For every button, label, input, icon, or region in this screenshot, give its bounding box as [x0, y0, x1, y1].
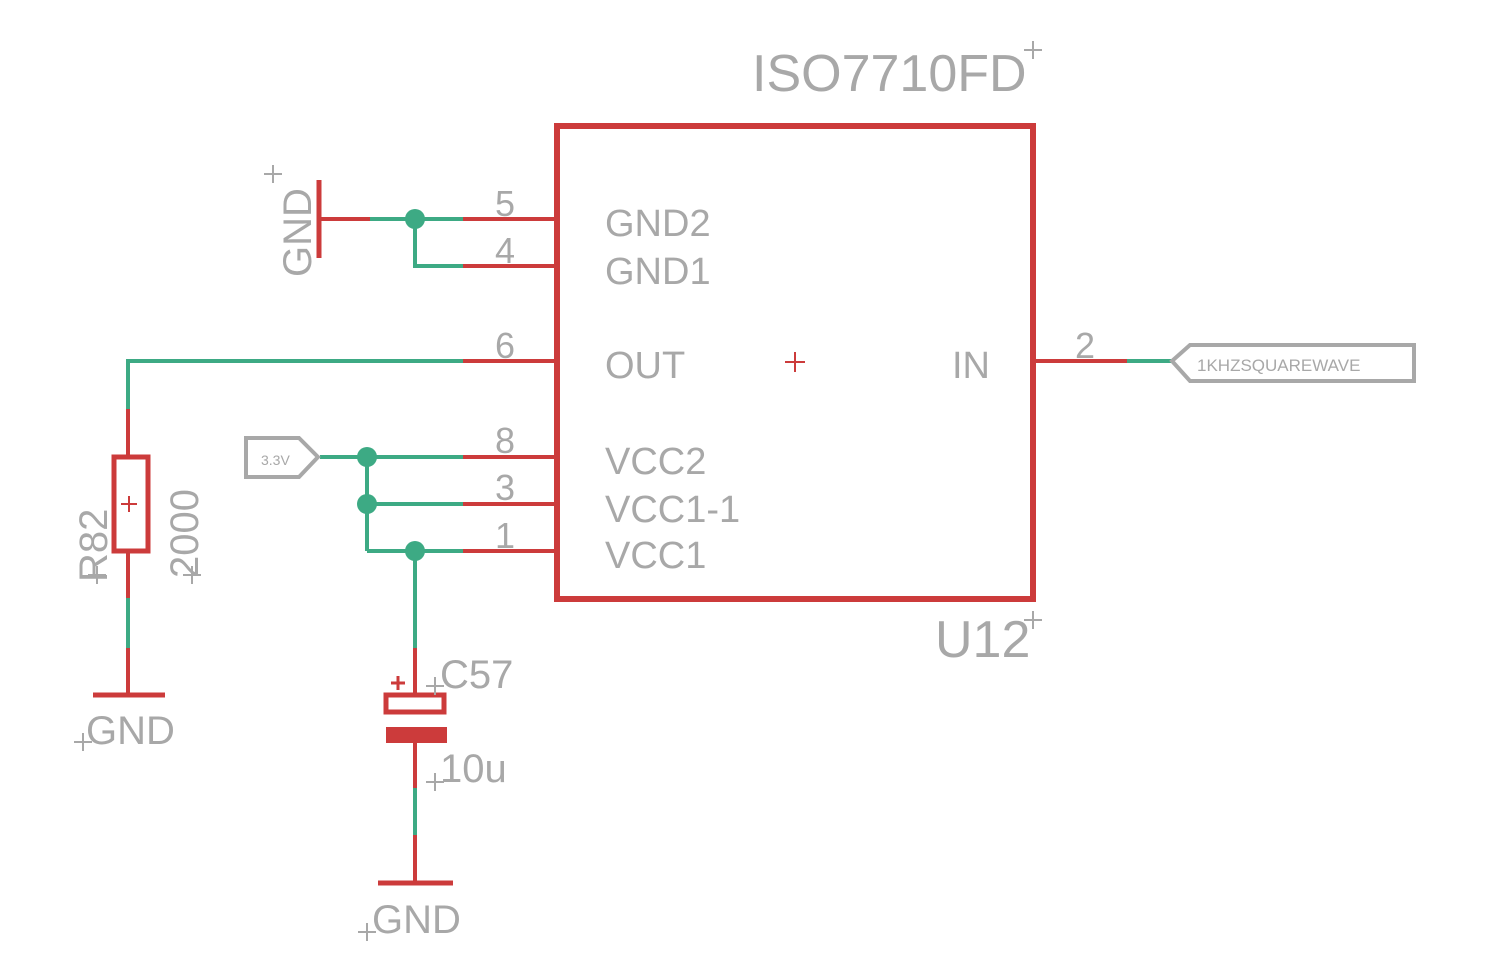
gnd-top-label: GND — [276, 188, 320, 277]
ref-anchor-cross — [1024, 611, 1042, 629]
resistor-ref: R82 — [72, 509, 116, 582]
pin-num-1: 1 — [495, 515, 515, 556]
ic-ref-label: U12 — [935, 611, 1030, 669]
pin-name-gnd2: GND2 — [605, 203, 711, 245]
pin-num-6: 6 — [495, 325, 515, 366]
gnd-symbol-capacitor[interactable]: GND — [358, 835, 461, 942]
net-label-3v3-text: 3.3V — [261, 452, 290, 468]
resistor-r82[interactable]: R82 2000 — [72, 409, 207, 598]
resistor-value: 2000 — [163, 489, 207, 578]
pin-num-3: 3 — [495, 467, 515, 508]
pin-name-vcc1: VCC1 — [605, 535, 706, 577]
capacitor-ref: C57 — [440, 653, 513, 697]
net-label-3v3[interactable]: 3.3V — [244, 436, 321, 479]
pin-name-gnd1: GND1 — [605, 251, 711, 293]
capacitor-plate-positive — [383, 692, 447, 715]
gnd-resistor-label: GND — [86, 709, 175, 753]
capacitor-value: 10u — [440, 747, 507, 791]
capacitor-c57[interactable]: C57 10u — [383, 648, 513, 791]
gnd-symbol-top[interactable]: GND — [264, 165, 370, 277]
value-anchor-cross — [1024, 41, 1042, 59]
ic-origin-cross — [785, 352, 805, 372]
pin-name-vcc1-1: VCC1-1 — [605, 489, 740, 531]
pin-num-4: 4 — [495, 230, 515, 271]
pin-name-out: OUT — [605, 345, 685, 387]
pin-name-in: IN — [952, 345, 990, 387]
pin-num-2: 2 — [1075, 325, 1095, 366]
gnd-symbol-resistor[interactable]: GND — [74, 648, 175, 753]
pin-num-5: 5 — [495, 183, 515, 224]
gnd-cap-label: GND — [372, 898, 461, 942]
ic-u12[interactable]: ISO7710FD U12 GND2 GND1 OUT VCC2 VCC1-1 … — [463, 41, 1127, 669]
pin-name-vcc2: VCC2 — [605, 441, 706, 483]
net-label-input-text: 1KHZSQUAREWAVE — [1197, 356, 1360, 375]
junctions — [357, 209, 425, 561]
net-label-input[interactable]: 1KHZSQUAREWAVE — [1169, 343, 1416, 383]
pin-num-8: 8 — [495, 420, 515, 461]
capacitor-plate-negative — [386, 727, 447, 743]
pin-stubs — [463, 217, 1127, 553]
resistor-body — [111, 454, 151, 554]
ic-value-label: ISO7710FD — [752, 45, 1027, 103]
